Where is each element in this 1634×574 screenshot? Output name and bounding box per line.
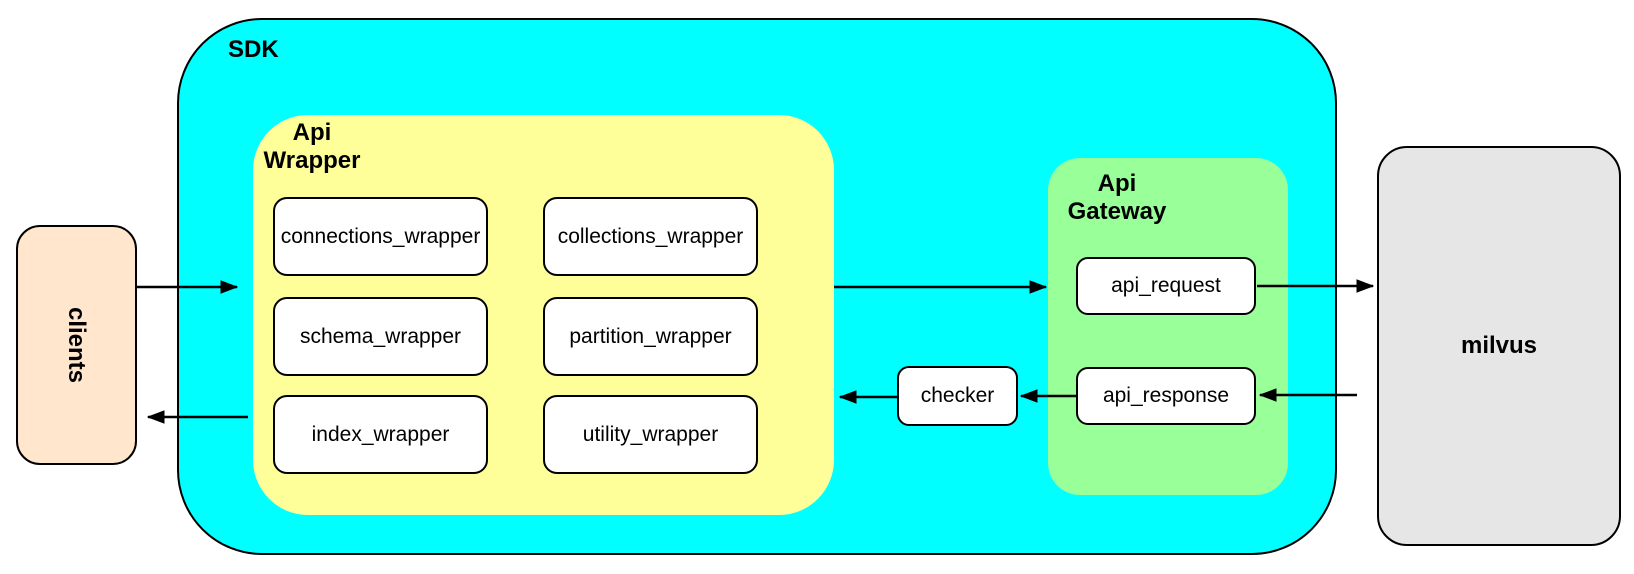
node-schema-wrapper: schema_wrapper	[273, 297, 488, 376]
node-milvus: milvus	[1377, 146, 1621, 546]
clients-label: clients	[63, 306, 91, 384]
node-collections-wrapper: collections_wrapper	[543, 197, 758, 276]
api-wrapper-label-line2: Wrapper	[263, 147, 361, 174]
api-gateway-label: Api Gateway	[1061, 170, 1173, 226]
api-gateway-group	[1048, 158, 1288, 495]
node-api-response: api_response	[1076, 367, 1256, 425]
api-gateway-label-line1: Api	[1097, 170, 1137, 197]
sdk-label: SDK	[228, 36, 279, 63]
node-index-wrapper: index_wrapper	[273, 395, 488, 474]
node-clients: clients	[16, 225, 137, 465]
node-connections-wrapper: connections_wrapper	[273, 197, 488, 276]
api-wrapper-label: Api Wrapper	[256, 119, 368, 175]
node-api-request: api_request	[1076, 257, 1256, 315]
node-checker: checker	[897, 366, 1018, 426]
api-wrapper-label-line1: Api	[292, 119, 332, 146]
api-gateway-label-line2: Gateway	[1067, 198, 1167, 225]
milvus-label: milvus	[1460, 332, 1538, 359]
node-partition-wrapper: partition_wrapper	[543, 297, 758, 376]
node-utility-wrapper: utility_wrapper	[543, 395, 758, 474]
